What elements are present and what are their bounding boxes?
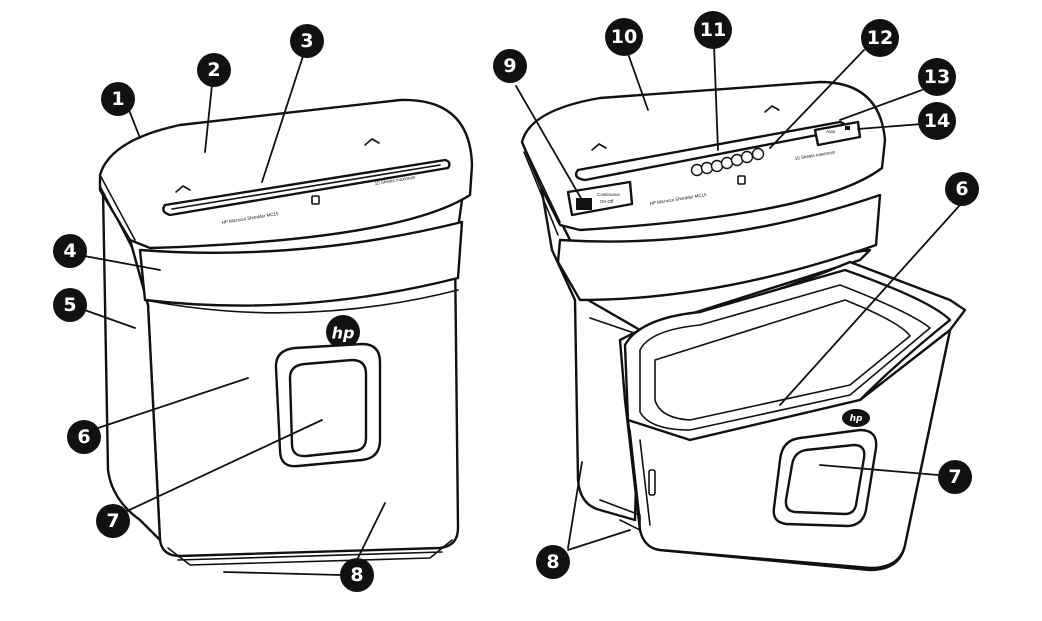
svg-text:6: 6 — [955, 178, 968, 200]
callout-13: 13 — [918, 58, 956, 96]
callout-9: 9 — [493, 49, 527, 83]
callout-7: 7 — [96, 504, 130, 538]
svg-text:8: 8 — [546, 551, 559, 573]
svg-text:5: 5 — [63, 294, 76, 316]
svg-text:3: 3 — [300, 30, 313, 52]
svg-text:Auto: Auto — [826, 129, 836, 134]
leader-lines — [78, 44, 961, 576]
callout-7-right: 7 — [938, 460, 972, 494]
svg-text:11: 11 — [700, 19, 726, 41]
svg-text:15 Sheets maximum: 15 Sheets maximum — [794, 150, 836, 161]
callout-4: 4 — [53, 234, 87, 268]
power-switch: Continuous On-Off — [566, 180, 634, 217]
svg-text:7: 7 — [106, 510, 119, 532]
right-indicators: Auto — [813, 120, 862, 147]
callout-14: 14 — [918, 102, 956, 140]
svg-text:10: 10 — [611, 26, 637, 48]
svg-text:hp: hp — [332, 324, 355, 343]
svg-text:Continuous: Continuous — [597, 192, 621, 197]
hp-logo: hp — [326, 315, 360, 349]
svg-text:On-Off: On-Off — [600, 199, 614, 204]
head-collar — [556, 193, 882, 302]
svg-text:hp: hp — [850, 414, 863, 424]
shredder-front-view: HP Microcut Shredder MC15 15 Sheets maxi… — [98, 98, 474, 566]
svg-text:9: 9 — [503, 55, 516, 77]
callout-8-right: 8 — [536, 545, 570, 579]
svg-text:15 Sheets maximum: 15 Sheets maximum — [374, 175, 416, 186]
svg-text:6: 6 — [77, 426, 90, 448]
shredder-open-view: Continuous On-Off Auto HP Microcut Shred… — [520, 80, 967, 572]
svg-text:2: 2 — [207, 59, 220, 81]
callout-11: 11 — [694, 11, 732, 49]
callout-1: 1 — [101, 82, 135, 116]
callout-3: 3 — [290, 24, 324, 58]
callouts-right: 9 10 11 12 13 14 6 7 8 — [493, 11, 979, 579]
callout-2: 2 — [197, 53, 231, 87]
svg-text:12: 12 — [867, 27, 893, 49]
svg-text:7: 7 — [948, 466, 961, 488]
callout-8: 8 — [340, 558, 374, 592]
svg-text:4: 4 — [63, 240, 76, 262]
side-panel — [101, 188, 162, 542]
viewing-window — [274, 342, 382, 468]
svg-text:13: 13 — [924, 66, 950, 88]
callout-6-right: 6 — [945, 172, 979, 206]
collar-band — [138, 220, 464, 307]
callout-10: 10 — [605, 18, 643, 56]
control-buttons — [690, 147, 765, 177]
bin-viewing-window — [772, 428, 878, 528]
callout-5: 5 — [53, 288, 87, 322]
svg-text:14: 14 — [924, 110, 950, 132]
callout-12: 12 — [861, 19, 899, 57]
callout-6: 6 — [67, 420, 101, 454]
svg-text:1: 1 — [111, 88, 124, 110]
callouts-left: 1 2 3 4 5 6 7 8 — [53, 24, 374, 592]
svg-text:8: 8 — [350, 564, 363, 586]
